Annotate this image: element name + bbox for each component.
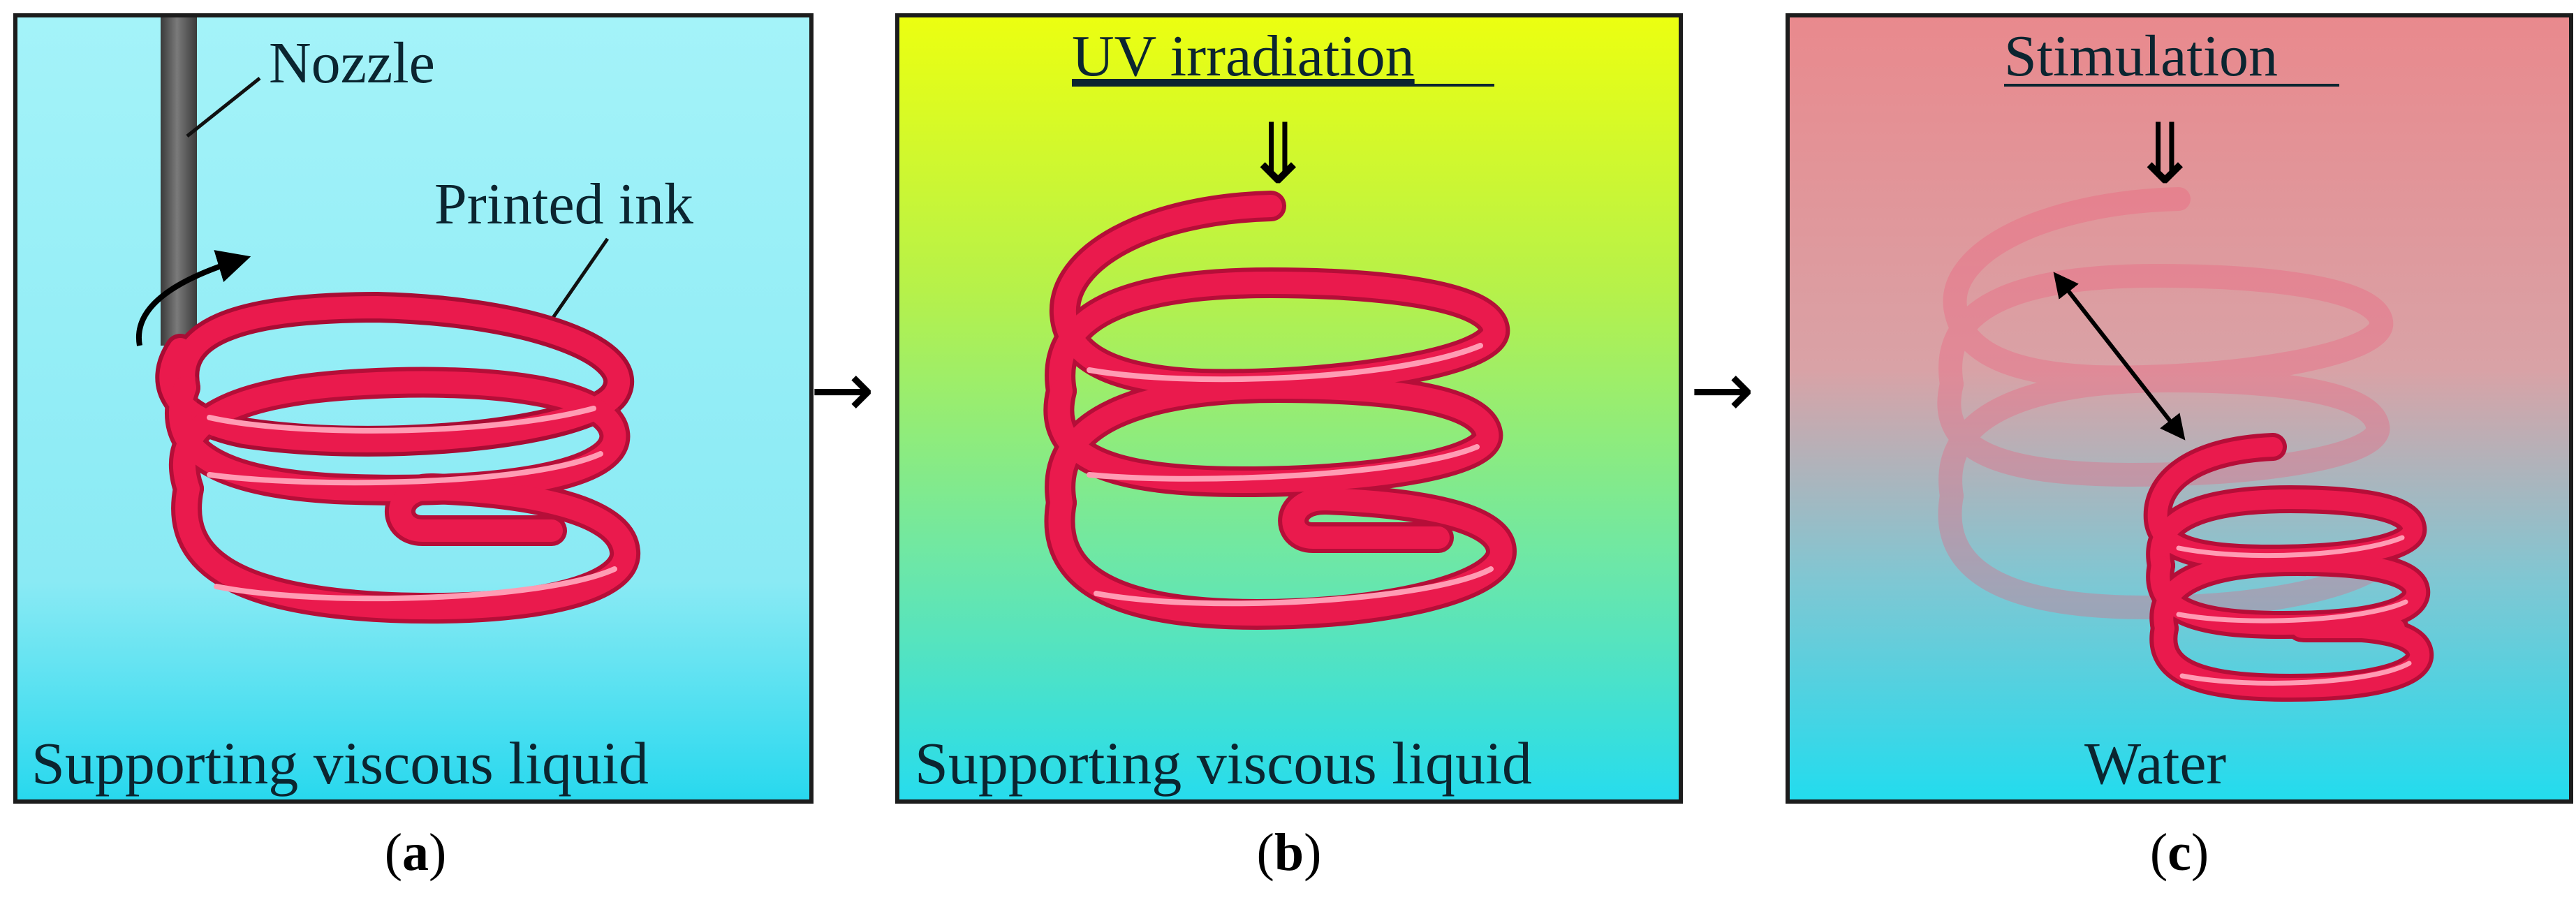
- stimulation-label: Stimulation: [2004, 24, 2278, 89]
- supporting-liquid-label-b: Supporting viscous liquid: [915, 730, 1532, 797]
- connector-arrow-1: →: [810, 345, 874, 434]
- connector-arrow-2: →: [1690, 345, 1754, 434]
- panel-b: UV irradiation ⇓ Supporting viscous liqu…: [895, 13, 1683, 804]
- caption-a-letter: a: [402, 823, 429, 882]
- printed-ink-label: Printed ink: [434, 172, 693, 237]
- ink-leader-line: [546, 237, 610, 326]
- water-label: Water: [2084, 730, 2226, 797]
- panel-c: Stimulation ⇓ Water: [1786, 13, 2573, 804]
- ink-spiral-b: [1043, 191, 1517, 630]
- caption-c: (c): [2149, 823, 2209, 882]
- caption-a: (a): [384, 823, 447, 882]
- panel-a: Nozzle Printed ink Supporting viscous li…: [13, 13, 814, 804]
- uv-irradiation-label: UV irradiation: [1072, 24, 1415, 89]
- uv-down-arrow: ⇓: [1243, 106, 1313, 203]
- ink-spiral-a: [155, 291, 641, 624]
- supporting-liquid-label-a: Supporting viscous liquid: [31, 730, 649, 797]
- caption-b-letter: b: [1274, 823, 1304, 882]
- nozzle-label: Nozzle: [269, 31, 435, 96]
- shrink-arrow: [2053, 272, 2186, 441]
- panel-a-background: [13, 13, 814, 804]
- stimulation-down-arrow: ⇓: [2130, 106, 2200, 203]
- caption-c-letter: c: [2167, 823, 2191, 882]
- panel-b-background: [895, 13, 1683, 804]
- caption-b: (b): [1256, 823, 1322, 882]
- rotation-arrow: [135, 250, 251, 346]
- nozzle-leader-line: [186, 77, 261, 138]
- shrunk-spiral: [2143, 433, 2434, 702]
